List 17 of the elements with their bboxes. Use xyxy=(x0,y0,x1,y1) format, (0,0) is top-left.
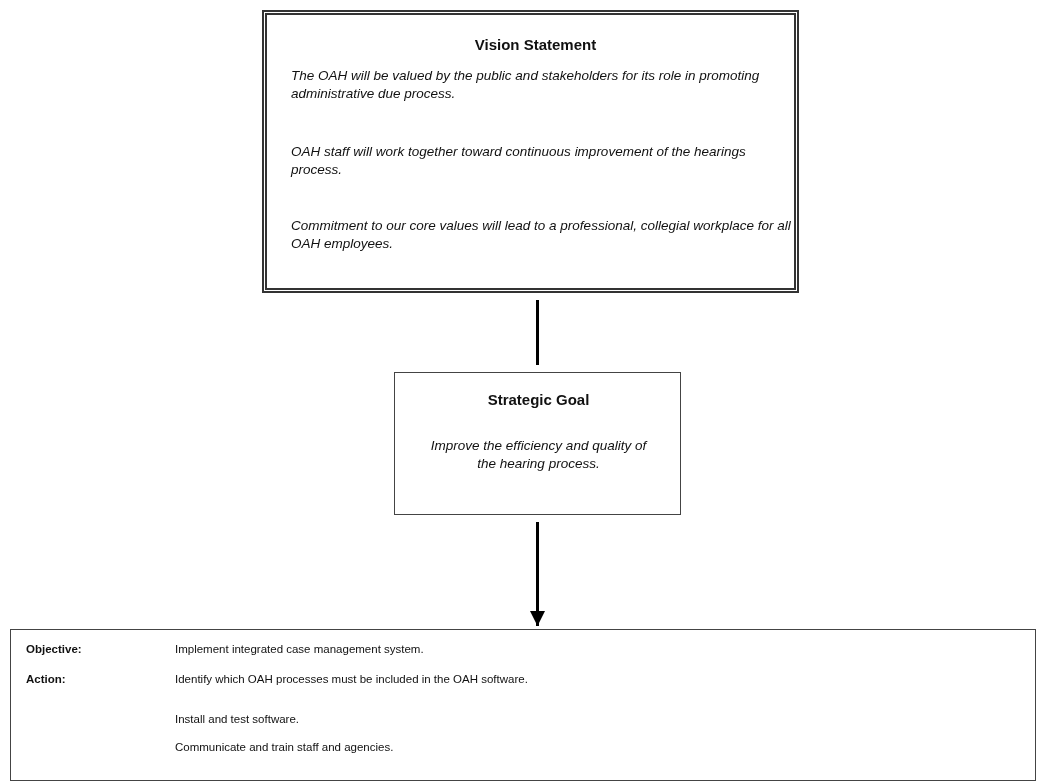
strategic-goal-box xyxy=(394,372,681,515)
objective-text: Implement integrated case management system. xyxy=(175,642,425,657)
goal-text: Improve the efficiency and quality of the hearing process. xyxy=(429,437,649,473)
row-label: Action: xyxy=(26,672,67,687)
box-heading: Strategic Goal xyxy=(486,390,591,410)
connector-line xyxy=(536,300,539,365)
action-text: Communicate and train staff and agencies. xyxy=(175,740,395,755)
box-heading: Vision Statement xyxy=(473,35,598,55)
action-text: Install and test software. xyxy=(175,712,300,727)
vision-statement-box xyxy=(262,10,799,293)
arrow xyxy=(530,522,545,626)
vision-text: The OAH will be valued by the public and stakeholders for its role in promoting administrative due process. xyxy=(291,67,761,103)
vision-text: OAH staff will work together toward continuous improvement of the hearings process. xyxy=(291,143,747,179)
vision-text: Commitment to our core values will lead to a professional, collegial workplace for all OAH employees. xyxy=(291,217,791,253)
objective-action-table xyxy=(10,629,1036,781)
action-text: Identify which OAH processes must be included in the OAH software. xyxy=(175,672,529,687)
row-label: Objective: xyxy=(26,642,83,657)
